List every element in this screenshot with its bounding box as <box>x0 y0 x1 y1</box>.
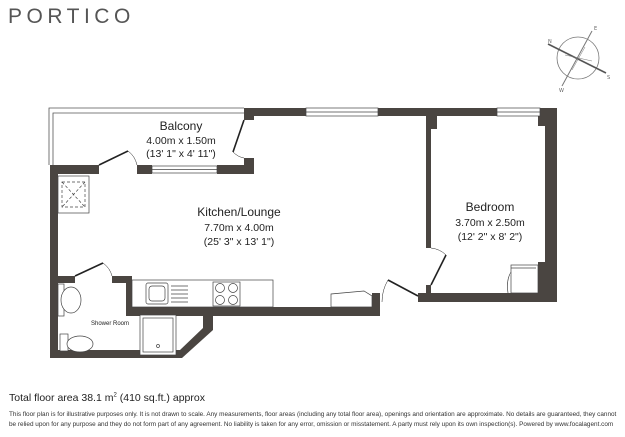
disclaimer: This floor plan is for illustrative purp… <box>9 411 617 428</box>
basin-icon <box>57 283 82 317</box>
compass-rose-icon: N E S W <box>547 26 610 94</box>
bedroom-imperial: (12' 2" x 8' 2") <box>458 231 523 243</box>
kitchen-metric: 7.70m x 4.00m <box>204 222 274 234</box>
kitchen-imperial: (25' 3" x 13' 1") <box>204 236 274 248</box>
compass-s: S <box>607 75 610 81</box>
drainer-icon <box>171 285 188 303</box>
toilet-icon <box>59 333 94 353</box>
shower-room-name: Shower Room <box>91 321 129 327</box>
compass-w: W <box>559 88 564 94</box>
windows <box>151 107 541 174</box>
compass-e: E <box>594 26 597 32</box>
wardrobe-icon <box>507 264 539 294</box>
balcony-imperial: (13' 1" x 4' 11") <box>146 148 216 160</box>
total-area-text: Total floor area 38.1 m <box>9 392 114 404</box>
bedroom-name: Bedroom <box>466 200 515 214</box>
shower-tray-icon <box>139 314 177 356</box>
hob-icon <box>212 281 241 307</box>
portico-logo: PORTICO <box>8 5 135 28</box>
total-floor-area: Total floor area 38.1 m2 (410 sq.ft.) ap… <box>9 392 205 404</box>
kitchen-name: Kitchen/Lounge <box>197 205 281 219</box>
balcony-metric: 4.00m x 1.50m <box>146 135 216 147</box>
compass-n: N <box>548 39 552 45</box>
cupboard-icon <box>57 175 90 214</box>
balcony-outline <box>48 107 244 165</box>
fridge-icon <box>330 290 373 308</box>
balcony-name: Balcony <box>160 119 203 133</box>
doors <box>74 119 447 303</box>
walls <box>50 108 557 358</box>
fixtures <box>57 175 539 356</box>
total-area-suffix: (410 sq.ft.) approx <box>116 392 205 404</box>
bedroom-metric: 3.70m x 2.50m <box>455 217 525 229</box>
total-area-sup: 2 <box>113 392 117 399</box>
